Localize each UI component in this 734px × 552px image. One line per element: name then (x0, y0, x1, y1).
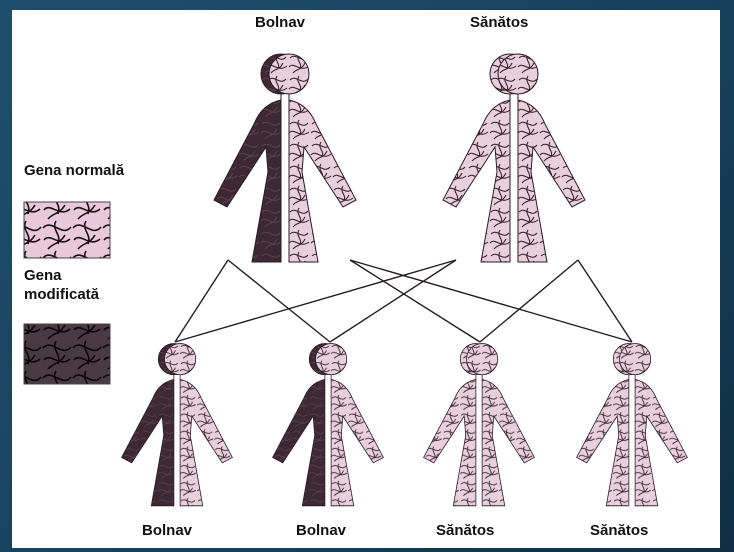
diagram-slide: Bolnav Sănătos Gena normală Gena modific… (12, 10, 720, 548)
parent-healthy-figure (443, 54, 585, 262)
label-child-2: Bolnav (296, 522, 346, 539)
label-parent-sick: Bolnav (255, 14, 305, 31)
legend-modified-label-line1: Gena (24, 267, 62, 284)
child-1-sick-figure (122, 344, 233, 506)
normal-gene-swatch (24, 202, 110, 258)
label-child-3: Sănătos (436, 522, 494, 539)
label-child-1: Bolnav (142, 522, 192, 539)
inheritance-lines (175, 260, 632, 342)
legend-modified-label-line2: modificată (24, 286, 99, 303)
label-parent-healthy: Sănătos (470, 14, 528, 31)
label-child-4: Sănătos (590, 522, 648, 539)
legend-normal-label: Gena normală (24, 162, 124, 179)
child-4-healthy-figure (577, 344, 688, 506)
child-3-healthy-figure (424, 344, 535, 506)
pedigree-diagram (12, 10, 720, 548)
child-2-sick-figure (273, 344, 384, 506)
modified-gene-swatch (24, 324, 110, 384)
parent-sick-figure (214, 54, 356, 262)
